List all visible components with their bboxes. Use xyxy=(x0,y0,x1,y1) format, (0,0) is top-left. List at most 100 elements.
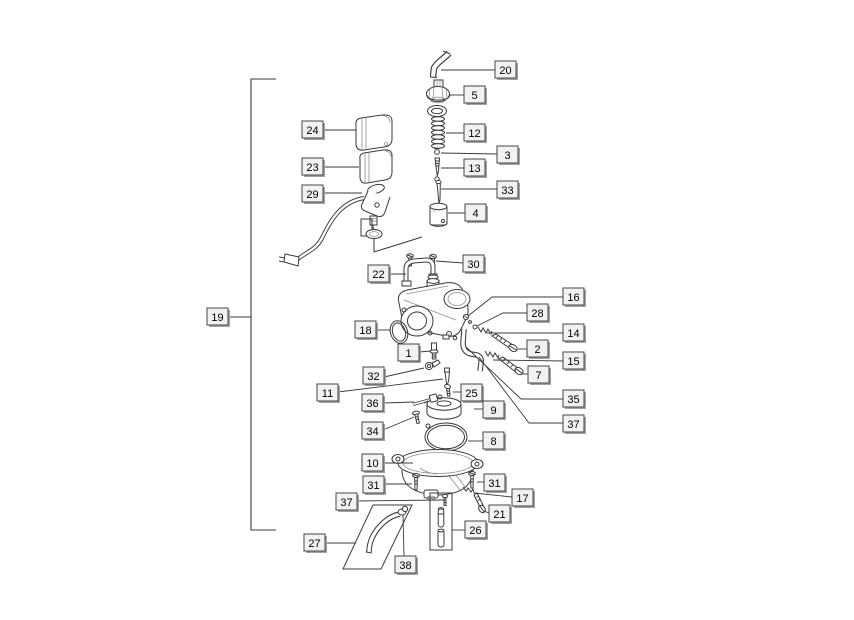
callout-box xyxy=(316,383,339,402)
callout-number: 4 xyxy=(472,208,478,220)
callout-box xyxy=(361,453,384,472)
callout-box xyxy=(496,145,519,164)
callout-number: 22 xyxy=(372,269,384,281)
callout-box xyxy=(303,533,326,552)
part-24-drawing xyxy=(355,114,393,151)
callout-number: 16 xyxy=(567,292,579,304)
part-callout-10: 10 xyxy=(361,453,385,473)
callout-box xyxy=(526,303,549,322)
part-callout-31: 31 xyxy=(483,473,507,493)
part-14-2-screw-drawing xyxy=(477,326,518,353)
part-callout-15: 15 xyxy=(562,351,586,371)
part-8-gasket-drawing xyxy=(424,422,468,452)
callout-box xyxy=(367,264,390,283)
callout-box xyxy=(301,157,324,176)
part-32-drawing xyxy=(424,359,441,371)
leader-line-37 xyxy=(478,356,563,424)
callout-box xyxy=(361,393,384,412)
callout-number: 8 xyxy=(490,436,496,448)
leader-line-17 xyxy=(473,492,513,498)
callout-number: 23 xyxy=(306,162,318,174)
part-4-drawing xyxy=(429,202,448,227)
leader-line-21 xyxy=(483,510,490,514)
part-callout-3: 3 xyxy=(496,145,520,165)
callout-box xyxy=(483,473,506,492)
part-callout-4: 4 xyxy=(464,203,488,223)
part-callout-34: 34 xyxy=(361,421,385,441)
part-34-screw-drawing xyxy=(412,410,420,425)
part-25-screw-drawing xyxy=(444,383,451,397)
callout-box xyxy=(335,492,358,511)
callout-box xyxy=(527,365,550,384)
callout-number: 26 xyxy=(469,525,481,537)
part-callout-31: 31 xyxy=(362,475,386,495)
part-callout-25: 25 xyxy=(460,383,484,403)
part-12-drawing xyxy=(431,116,445,149)
callout-number: 5 xyxy=(471,90,477,102)
leader-line-34 xyxy=(382,416,415,431)
part-callout-30: 30 xyxy=(462,254,486,274)
callout-box xyxy=(488,504,511,523)
parts-artwork xyxy=(278,50,524,570)
part-callout-38: 38 xyxy=(394,555,418,575)
part-callout-33: 33 xyxy=(496,180,520,200)
callout-number: 31 xyxy=(488,478,500,490)
part-callout-2: 2 xyxy=(526,339,550,359)
part-36-pin-drawing xyxy=(412,398,432,406)
part-5-drawing xyxy=(426,79,451,104)
leader-line-36 xyxy=(382,401,415,404)
part-callout-14: 14 xyxy=(562,323,586,343)
callout-number: 3 xyxy=(504,150,510,162)
callout-number: 9 xyxy=(490,405,496,417)
callout-box xyxy=(463,158,486,177)
part-callout-11: 11 xyxy=(316,383,340,403)
part-callout-19: 19 xyxy=(206,307,230,327)
callout-number: 1 xyxy=(405,348,411,360)
callout-box xyxy=(463,123,486,142)
part-callout-13: 13 xyxy=(463,158,487,178)
part-1-jet-drawing xyxy=(429,342,439,360)
leader-line-3 xyxy=(440,152,498,155)
part-26-kit-drawing xyxy=(429,492,453,551)
callout-box xyxy=(362,475,385,494)
part-18-oring-drawing xyxy=(389,320,409,344)
part-13-drawing xyxy=(434,157,441,182)
overflow-pipe-drawing xyxy=(460,328,484,372)
part-callout-26: 26 xyxy=(464,520,488,540)
callout-number: 18 xyxy=(359,325,371,337)
assembly-bracket-19 xyxy=(250,78,276,531)
callout-number: 35 xyxy=(567,394,579,406)
callout-box xyxy=(494,60,517,79)
part-29-choke-drawing xyxy=(278,183,423,267)
callout-box xyxy=(354,320,377,339)
callout-number: 14 xyxy=(567,328,579,340)
callout-number: 17 xyxy=(516,493,528,505)
callout-box xyxy=(464,203,487,222)
part-callout-37: 37 xyxy=(335,492,359,512)
part-11-needle-drawing xyxy=(444,367,450,387)
part-callout-24: 24 xyxy=(301,120,325,140)
callout-number: 25 xyxy=(465,388,477,400)
callout-number: 27 xyxy=(308,538,320,550)
callout-box xyxy=(301,120,324,139)
part-callout-23: 23 xyxy=(301,157,325,177)
callout-number: 36 xyxy=(366,398,378,410)
part-callout-36: 36 xyxy=(361,393,385,413)
part-callout-1: 1 xyxy=(397,343,421,363)
callout-number: 24 xyxy=(306,125,318,137)
callout-box xyxy=(397,343,420,362)
callout-number: 21 xyxy=(493,509,505,521)
part-callout-21: 21 xyxy=(488,504,512,524)
part-callout-22: 22 xyxy=(367,264,391,284)
part-callout-12: 12 xyxy=(463,123,487,143)
callout-number: 13 xyxy=(468,163,480,175)
leader-line-11 xyxy=(337,378,444,393)
callout-number: 29 xyxy=(306,189,318,201)
part-3-drawing xyxy=(434,148,440,155)
part-callout-20: 20 xyxy=(494,60,518,80)
leader-line-32 xyxy=(383,367,425,378)
callout-number: 30 xyxy=(467,259,479,271)
part-callout-37: 37 xyxy=(562,414,586,434)
